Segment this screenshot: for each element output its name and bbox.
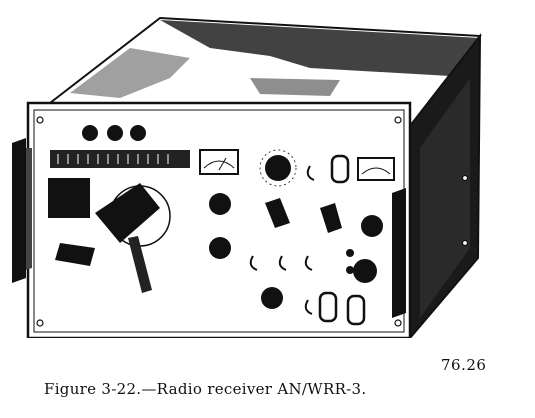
knob (361, 215, 383, 237)
knob (320, 203, 342, 233)
knob (261, 287, 283, 309)
output-meter (357, 157, 395, 181)
figure-number: 76.26 (441, 356, 487, 374)
top-shading (70, 20, 480, 98)
knob (265, 198, 290, 228)
knob (82, 125, 98, 141)
knob (265, 155, 291, 181)
knob (107, 125, 123, 141)
fuse-holder (318, 291, 338, 323)
fuse-holder (330, 154, 350, 184)
figure-caption: Figure 3-22.—Radio receiver AN/WRR-3. (44, 380, 367, 398)
fuse-holder (346, 294, 366, 326)
crank-knob (55, 243, 95, 266)
name-plate (48, 178, 90, 218)
tuning-knob (95, 183, 160, 243)
toggle-switches (249, 165, 315, 315)
knob (209, 237, 231, 259)
dial-scale (50, 150, 190, 168)
knob (209, 193, 231, 215)
radio-receiver-illustration (12, 16, 482, 338)
right-handle (392, 188, 406, 318)
left-handle (12, 138, 26, 283)
knob (353, 259, 377, 283)
knob (130, 125, 146, 141)
signal-meter (199, 149, 239, 175)
